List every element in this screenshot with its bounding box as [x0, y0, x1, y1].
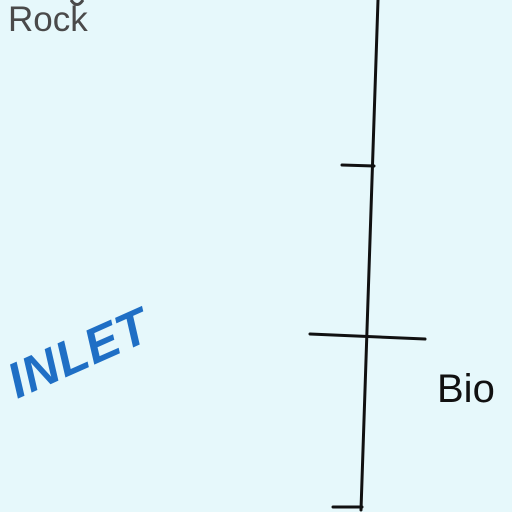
place-label-rock: Rock [8, 0, 88, 39]
boundary-tick-upper [340, 163, 376, 168]
place-label-bio: Bio [437, 367, 495, 411]
boundary-crossing-tick [308, 332, 427, 341]
boundary-line [359, 0, 380, 512]
partial-label-fragment [70, 0, 84, 6]
